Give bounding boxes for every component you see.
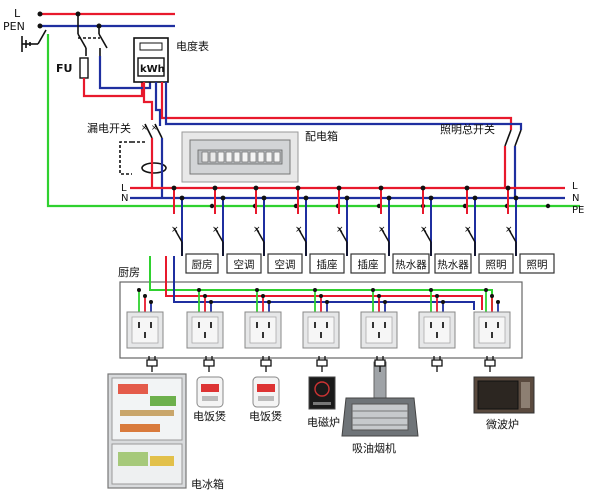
breaker-module xyxy=(249,151,257,163)
fridge-label: 电冰箱 xyxy=(191,477,224,491)
circuit-breaker-mark: × xyxy=(212,225,220,235)
circuit-breaker-symbol xyxy=(422,227,432,243)
circuit-label: 空调 xyxy=(234,258,255,271)
plug-icon xyxy=(484,356,496,372)
appliance-plugs xyxy=(146,356,496,372)
bus-left-N: N xyxy=(121,193,128,204)
circuit-breaker-symbol xyxy=(173,227,183,243)
circuit-label: 热水器 xyxy=(437,258,469,271)
circuit-box xyxy=(519,253,555,274)
circuit-breaker-symbol xyxy=(255,227,265,243)
ground-symbol xyxy=(21,29,47,52)
circuit-breaker-mark: × xyxy=(295,225,303,235)
circuit-breaker-symbol xyxy=(466,227,476,243)
circuit-breaker-symbol xyxy=(507,227,517,243)
fridge-image xyxy=(107,373,187,489)
induction-cooker-image xyxy=(308,376,336,410)
kitchen-label: 厨房 xyxy=(118,266,140,279)
breaker-modules xyxy=(201,151,281,163)
pe-trunk-wire xyxy=(46,34,580,208)
rice-cooker-1-image xyxy=(196,376,224,408)
bus-left-L: L xyxy=(121,183,127,194)
circuit-label: 空调 xyxy=(275,258,296,271)
plug-icon xyxy=(260,356,272,372)
induction-cooker-label: 电磁炉 xyxy=(307,416,340,429)
panel-label: 配电箱 xyxy=(305,129,338,143)
breaker-module xyxy=(209,151,217,163)
microwave-label: 微波炉 xyxy=(486,417,519,431)
circuit-label: 照明 xyxy=(486,259,507,271)
circuit-label: 热水器 xyxy=(395,258,427,271)
circuit-breaker-mark: × xyxy=(171,225,179,235)
circuit-box xyxy=(226,253,262,274)
main-light-switch-label: 照明总开关 xyxy=(440,122,495,136)
circuit-label: 插座 xyxy=(358,258,379,271)
circuit-breaker-symbol xyxy=(338,227,348,243)
rcd-switch: × × xyxy=(119,123,167,175)
energy-meter xyxy=(133,37,169,83)
main-breaker xyxy=(77,14,108,56)
breaker-module xyxy=(233,151,241,163)
supply-live-label: L xyxy=(14,7,21,20)
meter-unit-label: kWh xyxy=(140,64,165,75)
microwave-image xyxy=(473,376,535,414)
svg-text:×: × xyxy=(151,123,158,132)
fuse-symbol xyxy=(79,57,89,79)
circuit-breaker-symbol xyxy=(297,227,307,243)
plug-icon xyxy=(146,356,158,372)
breaker-module xyxy=(241,151,249,163)
plug-icon xyxy=(316,356,328,372)
bus-right-N: N xyxy=(572,193,579,204)
svg-text:×: × xyxy=(141,123,148,132)
circuit-breaker-mark: × xyxy=(505,225,513,235)
plug-icon xyxy=(374,356,386,372)
circuit-label: 厨房 xyxy=(192,258,213,271)
rice-cooker-2-image xyxy=(252,376,280,408)
circuit-breaker-symbol xyxy=(380,227,390,243)
meter-title: 电度表 xyxy=(176,39,209,53)
fuse-label: FU xyxy=(56,62,72,75)
circuit-box xyxy=(392,253,430,274)
breaker-module xyxy=(273,151,281,163)
range-hood-image xyxy=(341,361,419,437)
circuit-box xyxy=(309,253,345,274)
kitchen-box xyxy=(119,281,523,359)
circuit-box xyxy=(434,253,472,274)
breaker-module xyxy=(201,151,209,163)
breaker-module xyxy=(217,151,225,163)
circuit-box xyxy=(350,253,386,274)
circuit-breaker-mark: × xyxy=(336,225,344,235)
range-hood-label: 吸油烟机 xyxy=(352,441,396,455)
bus-right-L: L xyxy=(572,181,578,192)
circuit-breaker-mark: × xyxy=(464,225,472,235)
circuit-box xyxy=(478,253,514,274)
breaker-module xyxy=(257,151,265,163)
plug-icon xyxy=(431,356,443,372)
circuit-breaker-mark: × xyxy=(253,225,261,235)
breaker-module xyxy=(225,151,233,163)
circuit-branches: × 厨房 × 空调 × 空调 × 插座 × 插座 × 热水器 × 热水器 × 照明 × 照明 xyxy=(171,185,555,274)
rcd-label: 漏电开关 xyxy=(87,121,131,135)
circuit-box xyxy=(267,253,303,274)
rice-cooker-1-label: 电饭煲 xyxy=(193,410,226,423)
circuit-breaker-mark: × xyxy=(378,225,386,235)
circuit-breaker-symbol xyxy=(214,227,224,243)
plug-icon xyxy=(203,356,215,372)
rice-cooker-2-label: 电饭煲 xyxy=(249,410,282,423)
main-light-switch xyxy=(504,129,522,147)
circuit-breaker-mark: × xyxy=(420,225,428,235)
kitchen-sockets xyxy=(126,256,511,349)
bus-right-PE: PE xyxy=(572,205,584,216)
supply-pen-label: PEN xyxy=(3,20,25,33)
circuit-label: 照明 xyxy=(527,259,548,271)
breaker-module xyxy=(265,151,273,163)
circuit-label: 插座 xyxy=(317,258,338,271)
circuit-box xyxy=(185,253,219,274)
